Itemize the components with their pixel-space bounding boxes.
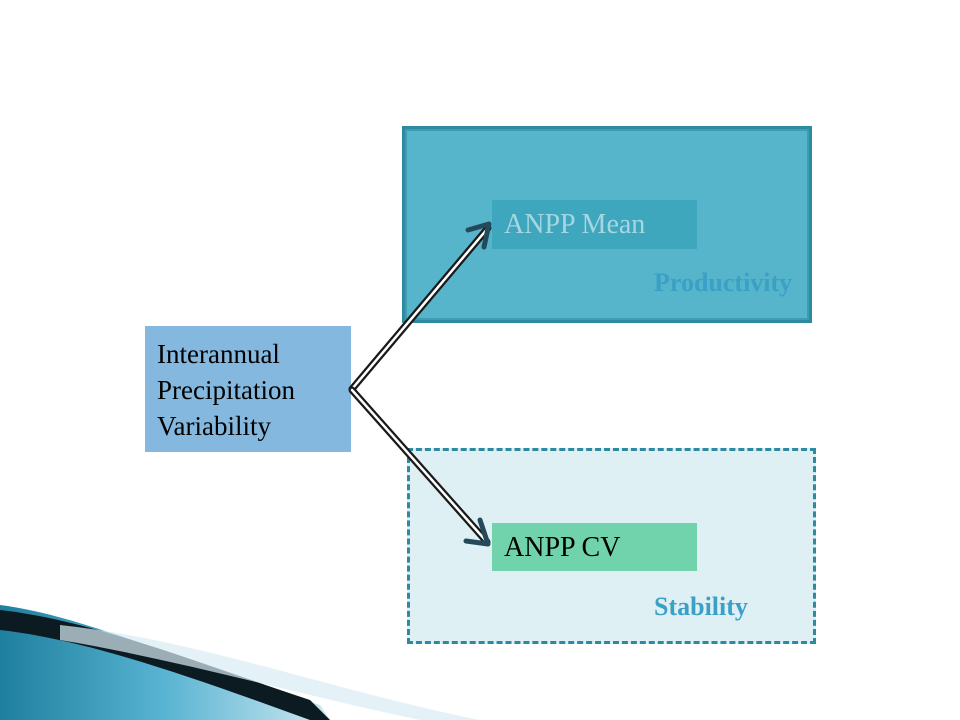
precipitation-variability-node: Interannual Precipitation Variability	[145, 326, 351, 452]
source-line-3: Variability	[157, 411, 271, 441]
productivity-label: Productivity	[654, 268, 793, 297]
source-line-2: Precipitation	[157, 375, 295, 405]
stability-label: Stability	[654, 592, 748, 621]
source-line-1: Interannual	[157, 339, 280, 369]
anpp-mean-node: ANPP Mean	[492, 200, 697, 249]
anpp-cv-node: ANPP CV	[492, 523, 697, 571]
